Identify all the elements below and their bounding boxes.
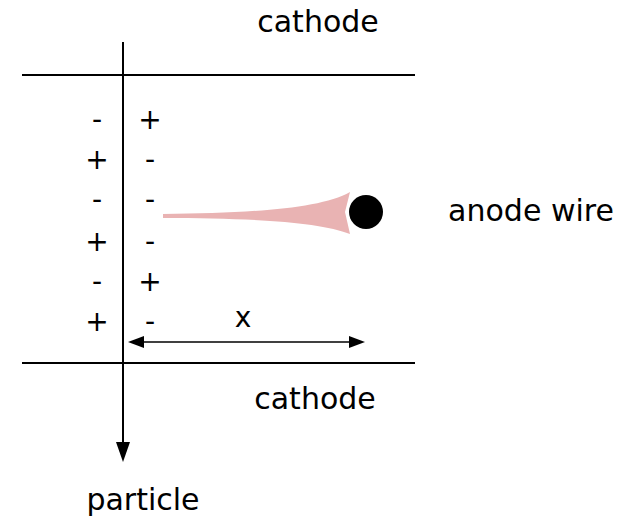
electrode-label: anode wire — [448, 196, 614, 226]
charge-sign: - — [92, 106, 102, 134]
electron-avalanche — [163, 192, 350, 234]
electrode-label: cathode — [257, 7, 379, 37]
electrode-label: cathode — [254, 384, 376, 414]
charge-sign: + — [138, 268, 161, 296]
dimension-label: x — [235, 304, 252, 332]
charge-sign: + — [85, 228, 108, 256]
particle-track — [122, 42, 124, 445]
dimension-arrowhead — [128, 336, 144, 348]
charge-sign: - — [145, 146, 155, 174]
charge-sign: - — [145, 308, 155, 336]
anode-wire — [349, 195, 383, 229]
cathode-plane — [22, 74, 415, 76]
dimension-arrowhead — [349, 336, 365, 348]
charge-sign: + — [85, 146, 108, 174]
charge-sign: + — [85, 308, 108, 336]
track-arrowhead — [116, 442, 130, 462]
particle-label: particle — [86, 485, 199, 515]
charge-sign: - — [145, 228, 155, 256]
charge-sign: + — [138, 106, 161, 134]
charge-sign: - — [92, 268, 102, 296]
charge-sign: - — [92, 186, 102, 214]
charge-sign: - — [145, 186, 155, 214]
cathode-plane — [22, 362, 415, 364]
distance-line — [140, 341, 352, 343]
